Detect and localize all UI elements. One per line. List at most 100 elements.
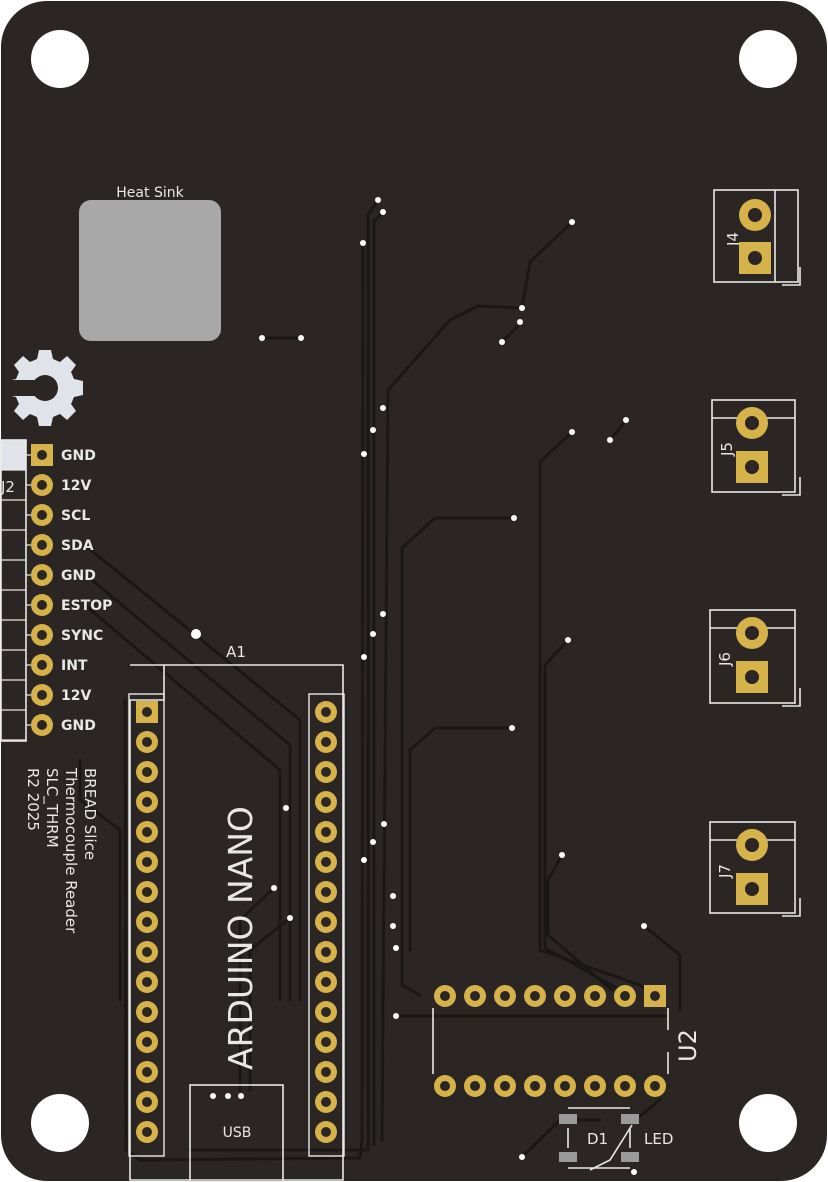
u2-pad-hole [620, 1081, 630, 1091]
a1-left-header [128, 693, 165, 1157]
terminal-ref: J7 [716, 864, 734, 879]
a1-pad-hole [142, 887, 152, 897]
a1-pad-hole [142, 947, 152, 957]
a1-pad-hole [142, 797, 152, 807]
j2-pad-hole [37, 540, 47, 550]
terminal-j4: J4 [713, 189, 801, 286]
a1-left-outline [128, 693, 165, 1157]
j2-pad-hole [37, 570, 47, 580]
u2-pad-hole [620, 991, 630, 1001]
j2-ref: J2 [0, 478, 15, 496]
terminal-ref: J5 [718, 442, 736, 457]
usb-label: USB [223, 1125, 252, 1141]
a1-pad-hole [142, 1007, 152, 1017]
u2-pad-hole [650, 991, 660, 1001]
terminal-j6: J6 [709, 609, 801, 707]
vias [191, 197, 647, 1175]
j2-pin-label: 12V [61, 688, 91, 704]
a1-ref: A1 [226, 643, 246, 661]
a1-pad-hole [321, 977, 331, 987]
j2-pad-hole [37, 660, 47, 670]
terminal-ref: J4 [724, 232, 742, 247]
a1-pad-hole [321, 1007, 331, 1017]
mounting-hole [739, 30, 797, 88]
heat-sink-label: Heat Sink [116, 185, 184, 201]
a1-pad-hole [321, 1037, 331, 1047]
u2-pad-hole [500, 991, 510, 1001]
a1-pad-hole [142, 707, 152, 717]
a1-pad-hole [142, 917, 152, 927]
a1-pad-hole [321, 827, 331, 837]
a1-pad-hole [321, 707, 331, 717]
j2-pin-label: INT [61, 658, 88, 674]
j2-pad-hole [37, 720, 47, 730]
a1-pad-hole [321, 737, 331, 747]
mounting-hole [31, 30, 89, 88]
u2-pad-hole [530, 991, 540, 1001]
a1-pad-hole [142, 767, 152, 777]
u2-pad-hole [560, 991, 570, 1001]
a1-pad-hole [321, 947, 331, 957]
j2-pad-hole [37, 600, 47, 610]
j2-pad-hole [37, 510, 47, 520]
u2-dip-package: U2 [432, 985, 702, 1097]
heat-sink: Heat Sink [79, 185, 221, 341]
a1-pad-hole [142, 977, 152, 987]
u2-pad-hole [590, 1081, 600, 1091]
terminal-j7: J7 [709, 821, 801, 917]
a1-pad-hole [142, 1037, 152, 1047]
a1-pad-hole [142, 1097, 152, 1107]
u2-pad-hole [470, 991, 480, 1001]
d1-ref: D1 [587, 1130, 608, 1148]
u2-pad-hole [500, 1081, 510, 1091]
u2-pad-hole [440, 1081, 450, 1091]
j2-pin-label: ESTOP [61, 598, 112, 614]
a1-pad-hole [142, 1127, 152, 1137]
j2-pad-hole [37, 690, 47, 700]
j2-pin-label: GND [61, 718, 96, 734]
j2-pin-label: SYNC [61, 628, 103, 644]
a1-pad-hole [321, 1067, 331, 1077]
j2-pad-hole [37, 480, 47, 490]
board-text-line: BREAD Slice [81, 768, 99, 860]
u2-pad-hole [560, 1081, 570, 1091]
usb-connector [189, 1084, 284, 1182]
j2-pin1-marker [1, 440, 26, 470]
a1-pad-hole [142, 827, 152, 837]
j2-pin-label: 12V [61, 478, 91, 494]
u2-ref: U2 [674, 1029, 702, 1062]
j2-pad-hole [37, 450, 47, 460]
a1-pad-hole [321, 797, 331, 807]
terminal-j5: J5 [711, 399, 801, 496]
board-text-line: R2 2025 [24, 768, 42, 831]
a1-pad-hole [321, 1127, 331, 1137]
u2-pad-hole [590, 991, 600, 1001]
a1-pad-hole [321, 887, 331, 897]
d1-led: D1 LED [559, 1107, 673, 1171]
a1-pad-hole [321, 767, 331, 777]
a1-pad-hole [142, 1067, 152, 1077]
board-text: BREAD Slice Thermocouple Reader SLC_THRM… [24, 767, 99, 934]
j2-pin-label: GND [61, 448, 96, 464]
a1-arduino-nano: A1 ARDUINO NANO USB [128, 643, 345, 1182]
a1-pad-hole [142, 737, 152, 747]
u2-pad-hole [470, 1081, 480, 1091]
u2-pins [434, 985, 666, 1097]
j2-pin-label: GND [61, 568, 96, 584]
u2-pad-hole [440, 991, 450, 1001]
a1-right-outline [308, 693, 345, 1157]
a1-right-header [308, 693, 345, 1157]
board-text-line: SLC_THRM [42, 768, 61, 848]
mounting-hole [739, 1094, 797, 1152]
a1-module-text: ARDUINO NANO [221, 806, 260, 1070]
j2-pad-hole [37, 630, 47, 640]
u2-pad-hole [530, 1081, 540, 1091]
d1-value: LED [644, 1130, 673, 1148]
u2-pad-hole [650, 1081, 660, 1091]
a1-pad-hole [321, 917, 331, 927]
board-text-line: Thermocouple Reader [62, 767, 80, 934]
gear-logo-icon [5, 350, 83, 426]
a1-pad-hole [321, 1097, 331, 1107]
mounting-hole [31, 1094, 89, 1152]
